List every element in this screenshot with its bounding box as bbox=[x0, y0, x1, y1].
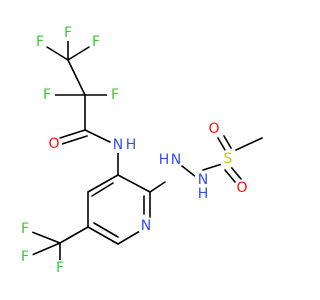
atom-labels: F F F F F O N H N H N H S O O N bbox=[17, 25, 250, 276]
bond-ring-c6-n bbox=[117, 230, 141, 245]
bond-s-o-bottom-double bbox=[230, 166, 242, 180]
bond-c3-o-double-b bbox=[61, 135, 88, 145]
bond-s-o-bottom bbox=[224, 169, 236, 183]
atom-o-sulfonyl-top: O bbox=[208, 121, 219, 137]
atom-h-hydrazine-1: H bbox=[159, 152, 170, 168]
bond-s-o-top bbox=[217, 137, 226, 151]
bond-s-o-top-double bbox=[223, 135, 232, 149]
bond-ring-c5-c6 bbox=[87, 226, 119, 245]
bond-ring-cf3 bbox=[59, 226, 89, 244]
atom-f-top-right: F bbox=[92, 34, 100, 50]
bond-nh-s bbox=[202, 163, 223, 171]
bond-c1-f-top-left bbox=[46, 46, 69, 61]
bond-c3-n-amide bbox=[84, 129, 113, 144]
molecule-canvas: F F F F F O N H N H N H S O O N bbox=[17, 25, 263, 276]
molecule-structure: F F F F F O N H N H N H S O O N bbox=[17, 25, 263, 276]
atom-f-cf3-top: F bbox=[21, 221, 29, 237]
bonds bbox=[31, 38, 263, 261]
atom-n-pyridine: N bbox=[141, 218, 151, 234]
atom-h-hydrazine-2: H bbox=[198, 186, 209, 202]
bond-c1-c2 bbox=[67, 59, 86, 96]
atom-o-carbonyl: O bbox=[48, 136, 59, 152]
bond-ring-c2-nh bbox=[149, 181, 166, 193]
atom-s-sulfonyl: S bbox=[224, 151, 233, 167]
atom-f-top-left: F bbox=[36, 34, 44, 50]
bond-cf3-f-top bbox=[31, 231, 61, 244]
atom-n-amide: N bbox=[113, 137, 123, 153]
bond-ring-c4-c4-inner bbox=[91, 182, 114, 197]
atom-f-cf3-bottom: F bbox=[56, 260, 64, 276]
bond-c3-o-double-a bbox=[59, 129, 86, 139]
bond-cf3-f-left bbox=[31, 242, 61, 256]
atom-f-cf3-left: F bbox=[21, 249, 29, 265]
atom-o-sulfonyl-bottom: O bbox=[236, 180, 247, 196]
atom-f-top-center: F bbox=[64, 25, 72, 41]
bond-s-methyl bbox=[235, 137, 263, 151]
atom-n-hydrazine-2: N bbox=[198, 172, 208, 188]
bond-ring-c5-c6-inner bbox=[93, 222, 119, 238]
atom-f-mid-left: F bbox=[43, 87, 51, 103]
bond-ring-c3-c4 bbox=[87, 174, 119, 193]
bond-c1-f-top-right bbox=[67, 46, 90, 61]
atom-f-mid-right: F bbox=[111, 87, 119, 103]
atom-h-amide: H bbox=[126, 137, 137, 153]
bond-ring-c3-c2 bbox=[117, 174, 151, 193]
bond-nh-nh bbox=[181, 165, 197, 178]
atom-n-hydrazine-1: N bbox=[171, 152, 181, 168]
